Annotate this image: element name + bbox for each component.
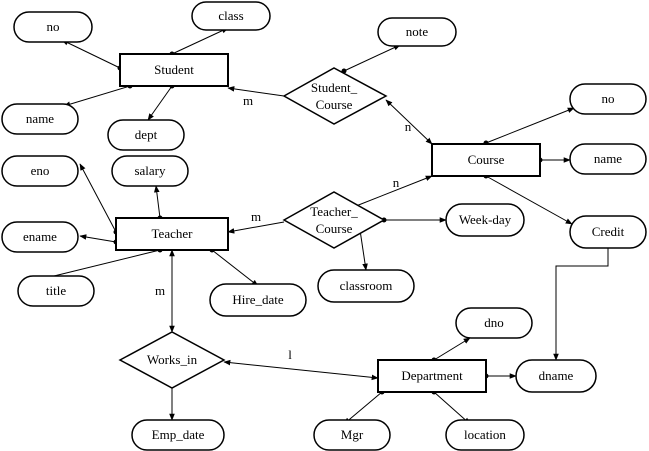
- attribute-label: dno: [484, 315, 504, 330]
- attribute-label: Mgr: [341, 427, 364, 442]
- attribute-course-name: name: [569, 143, 647, 175]
- edge-department-mgr: [343, 391, 383, 425]
- attribute-location: location: [445, 419, 525, 451]
- cardinality-student-sc: m: [243, 93, 253, 108]
- relationship-label-line1: Teacher_: [310, 204, 358, 219]
- edge-student-no: [61, 39, 121, 69]
- relationship-label-line1: Student_: [311, 80, 358, 95]
- entity-teacher: Teacher: [115, 217, 229, 251]
- cardinality-works-department: l: [288, 347, 292, 362]
- cardinality-tc-teacher: m: [251, 209, 261, 224]
- edge-department-dno: [433, 337, 471, 361]
- relationship-student-course: Student_ Course: [282, 67, 388, 125]
- attribute-week-day: Week-day: [445, 203, 525, 237]
- attribute-teacher-ename: ename: [1, 221, 79, 253]
- attribute-student-no: no: [13, 11, 93, 43]
- edge-teacher-hire: [211, 249, 259, 287]
- edge-course-tc: [355, 175, 433, 207]
- attribute-teacher-title: title: [17, 275, 95, 307]
- attribute-label: note: [406, 24, 429, 39]
- relationship-teacher-course: Teacher_ Course: [282, 191, 386, 249]
- attribute-mgr: Mgr: [313, 419, 391, 451]
- relationship-label-line2: Course: [316, 221, 353, 236]
- attribute-label: name: [594, 151, 622, 166]
- attribute-label: salary: [134, 163, 166, 178]
- attribute-dno: dno: [455, 307, 533, 339]
- entity-course: Course: [431, 143, 541, 177]
- cardinality-teacher-works: m: [155, 283, 165, 298]
- relationship-label: Works_in: [147, 352, 198, 367]
- attribute-student-dept: dept: [107, 119, 185, 151]
- edge-teacher-ename: [79, 234, 117, 243]
- attribute-label: title: [46, 283, 66, 298]
- relationship-works-in: Works_in: [118, 331, 226, 389]
- attribute-label: Week-day: [459, 212, 512, 227]
- attribute-teacher-eno: eno: [1, 155, 79, 187]
- cardinality-course-tc: n: [393, 175, 400, 190]
- attribute-label: Hire_date: [232, 292, 283, 307]
- attribute-hire-date: Hire_date: [209, 283, 307, 317]
- edge-works-department: [223, 359, 379, 381]
- entity-label: Department: [401, 368, 463, 383]
- edge-credit-dname: [553, 248, 609, 361]
- edge-student-class: [171, 27, 229, 55]
- edge-tc-classroom: [359, 229, 368, 271]
- cardinality-sc-course: n: [405, 119, 412, 134]
- attribute-teacher-salary: salary: [111, 155, 189, 187]
- attribute-student-class: class: [191, 1, 271, 31]
- edge-student-dept: [147, 85, 173, 121]
- edge-course-no: [485, 107, 575, 144]
- entity-label: Course: [468, 152, 505, 167]
- edge-department-location: [433, 391, 471, 425]
- attribute-label: classroom: [340, 278, 393, 293]
- edge-tc-teacher: [227, 221, 285, 234]
- attribute-course-no: no: [569, 83, 647, 115]
- attribute-label: class: [218, 8, 243, 23]
- attribute-label: location: [464, 427, 506, 442]
- edge-sc-note: [343, 44, 401, 72]
- attribute-label: dname: [539, 368, 574, 383]
- attribute-classroom: classroom: [317, 269, 415, 303]
- attribute-label: no: [602, 91, 615, 106]
- attribute-label: Emp_date: [152, 427, 205, 442]
- entity-department: Department: [377, 359, 487, 393]
- cardinalities: m n n m m l: [155, 93, 412, 362]
- attribute-dname: dname: [515, 359, 597, 393]
- attribute-student-name: name: [1, 103, 79, 135]
- edge-teacher-eno: [79, 163, 117, 233]
- relationship-label-line2: Course: [316, 97, 353, 112]
- entity-label: Teacher: [152, 226, 194, 241]
- edge-teacher-salary: [154, 185, 161, 219]
- edge-student-name: [63, 85, 131, 107]
- attribute-emp-date: Emp_date: [131, 419, 225, 451]
- attribute-label: dept: [135, 127, 158, 142]
- edge-sc-course: [385, 99, 433, 145]
- edges: [53, 27, 609, 425]
- entity-label: Student: [154, 62, 194, 77]
- attribute-label: ename: [23, 229, 57, 244]
- attribute-label: no: [47, 19, 60, 34]
- edge-course-credit: [485, 175, 573, 225]
- attribute-note: note: [377, 17, 457, 47]
- attribute-label: name: [26, 111, 54, 126]
- entity-student: Student: [119, 53, 229, 87]
- attribute-label: Credit: [592, 224, 625, 239]
- attribute-label: eno: [31, 163, 50, 178]
- attribute-credit: Credit: [569, 215, 647, 249]
- edge-teacher-title: [53, 249, 161, 277]
- edge-student-sc: [227, 86, 285, 97]
